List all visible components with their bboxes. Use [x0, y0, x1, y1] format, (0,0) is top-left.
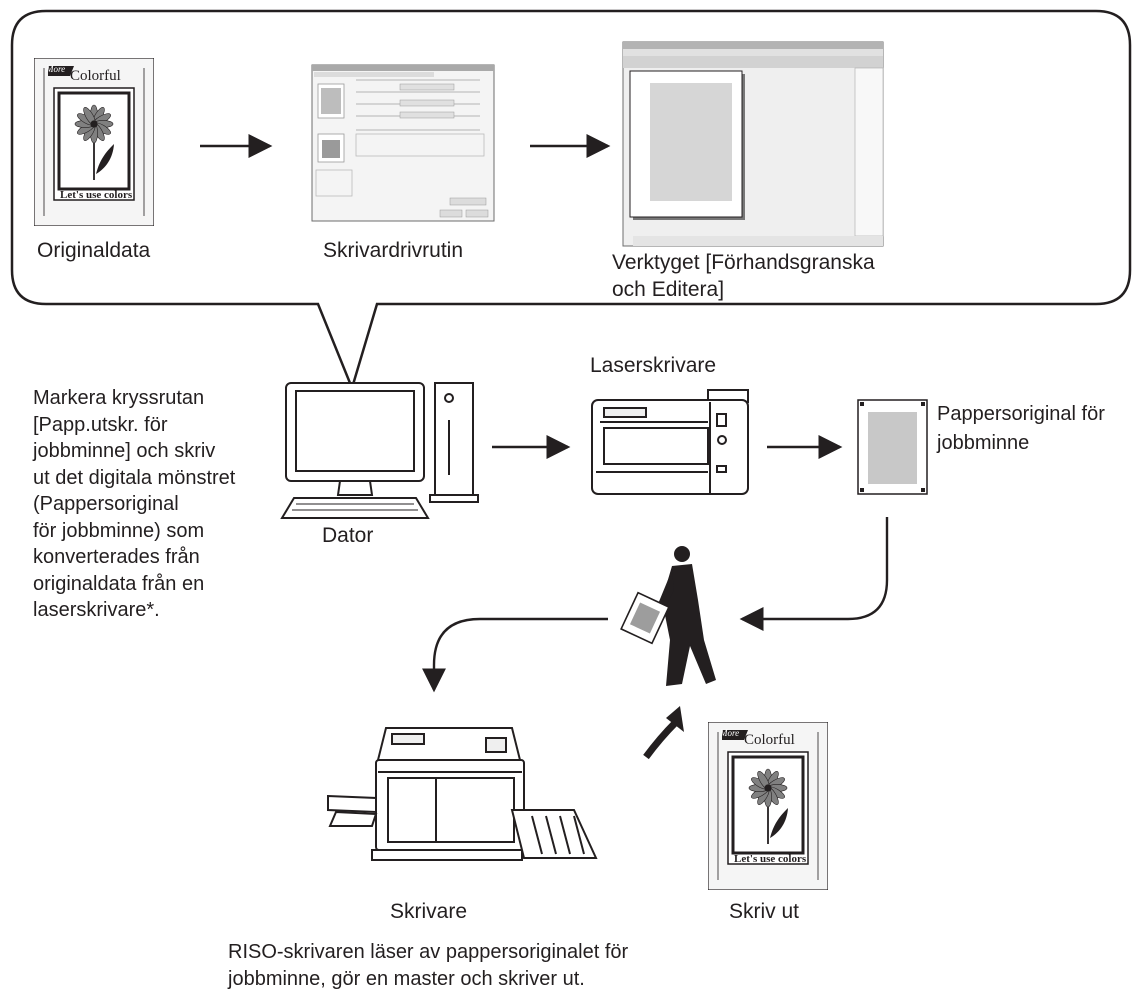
printer-label: Skrivare: [390, 900, 468, 923]
laser-printer-icon: [591, 389, 749, 495]
output-title: Colorful: [744, 732, 795, 748]
bottom-note: RISO-skrivaren läser av pappersoriginale…: [228, 941, 629, 990]
printer-driver-dialog-icon: [311, 64, 495, 222]
poster-title: Colorful: [70, 68, 121, 84]
walking-person-icon: [620, 546, 716, 686]
print-label: Skriv ut: [729, 900, 800, 923]
computer-icon: [280, 382, 479, 519]
preview-and-edit-tool-icon: [622, 41, 884, 247]
paper-original-label: Pappersoriginal för jobbminne: [937, 403, 1105, 454]
paper-original-icon: [857, 399, 928, 495]
output-caption: Let's use colors: [734, 853, 807, 865]
curve-person-to-printer: [422, 617, 608, 693]
output-corner-text: More: [720, 728, 740, 738]
laser-printer-label: Laserskrivare: [590, 354, 717, 377]
curve-paper-to-person: [739, 517, 889, 631]
poster-corner-text: More: [46, 64, 66, 74]
poster-caption: Let's use colors: [60, 189, 133, 201]
speech-bubble-panel: [10, 9, 1132, 392]
computer-label: Dator: [322, 524, 374, 547]
original-data-label: Originaldata: [37, 239, 151, 262]
riso-printer-icon: [327, 727, 598, 861]
printer-driver-label: Skrivardrivrutin: [323, 239, 464, 262]
left-instruction-note: Markera kryssrutan [Papp.utskr. för jobb…: [33, 387, 236, 621]
arrow-printer-to-output: [643, 706, 684, 760]
preview-tool-label: Verktyget [Förhandsgranska och Editera]: [612, 251, 875, 301]
